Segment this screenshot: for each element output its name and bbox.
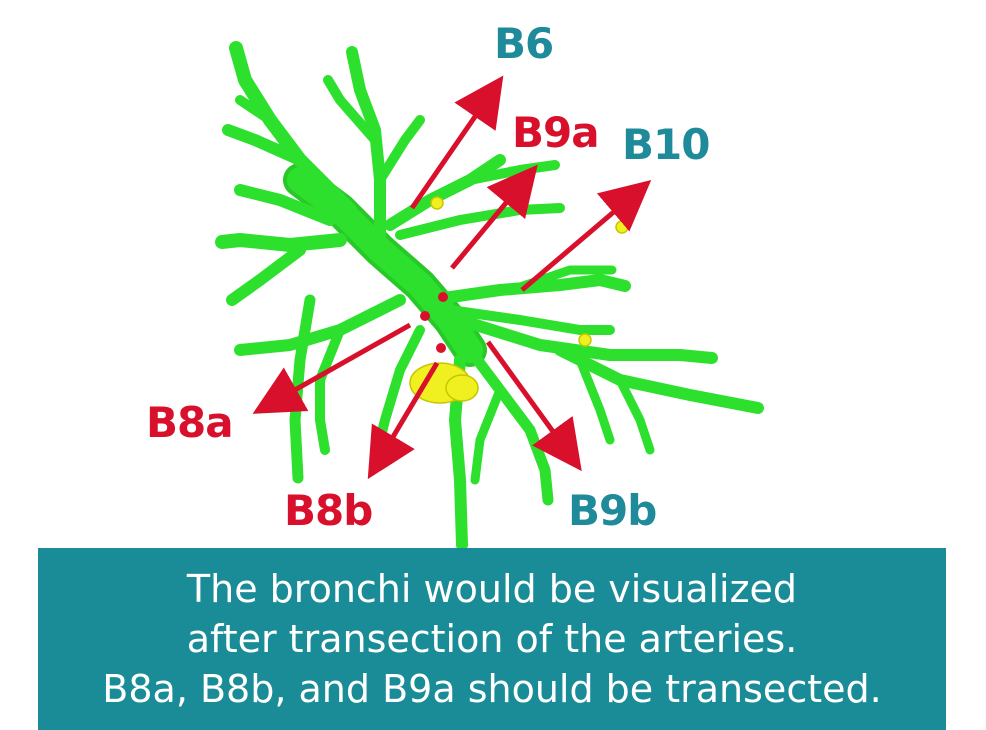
arrow-b9a [450, 164, 538, 270]
direction-arrows [252, 75, 652, 480]
arrow-b6 [409, 75, 504, 210]
arrow-b8b [367, 361, 440, 480]
transection-point [436, 343, 446, 353]
caption-line-2: after transection of the arteries. [186, 617, 798, 661]
arrow-b9b [485, 340, 582, 472]
caption-line-1: The bronchi would be visualized [186, 567, 798, 611]
caption-line-3: B8a, B8b, and B9a should be transected. [102, 667, 882, 711]
transection-points [420, 292, 448, 353]
lymph-node [445, 374, 479, 402]
label-b8a: B8a [146, 398, 234, 447]
lymph-node [430, 196, 444, 210]
arrow-b8a [252, 322, 412, 414]
label-b10: B10 [622, 120, 710, 169]
arrow-b10 [520, 180, 652, 292]
lymph-node [578, 333, 592, 347]
label-b9b: B9b [568, 486, 657, 535]
label-b6: B6 [494, 19, 554, 68]
label-b8b: B8b [284, 486, 373, 535]
label-b9a: B9a [512, 108, 600, 157]
transection-point [420, 311, 430, 321]
transection-point [438, 292, 448, 302]
caption-box: The bronchi would be visualized after tr… [38, 548, 946, 730]
lymph-node [615, 220, 629, 234]
